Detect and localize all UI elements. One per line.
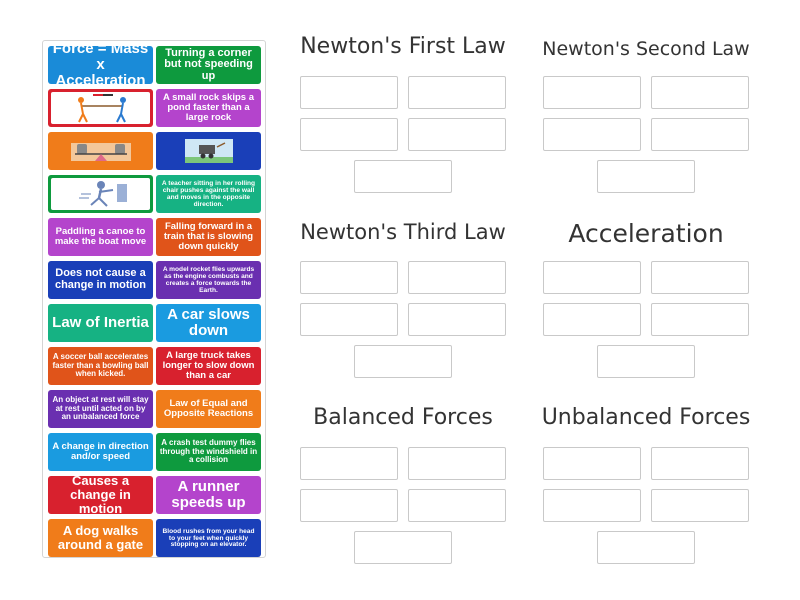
- drop-slot[interactable]: [597, 531, 695, 564]
- group-title-second-law: Newton's Second Law: [542, 38, 750, 60]
- drop-slot[interactable]: [408, 118, 506, 151]
- drop-slot[interactable]: [543, 118, 641, 151]
- runner-pushing-off-image: [51, 178, 150, 210]
- drop-slot[interactable]: [300, 261, 398, 294]
- card-turning-a-corner[interactable]: Turning a corner but not speeding up: [156, 46, 261, 84]
- mine-cart-image: [159, 135, 258, 167]
- card-force-mass-acceleration[interactable]: Force = Mass x Acceleration: [48, 46, 153, 84]
- drop-slot[interactable]: [651, 489, 749, 522]
- balanced-seesaw-image: [51, 135, 150, 167]
- drop-slot[interactable]: [543, 261, 641, 294]
- card-falling-forward-train[interactable]: Falling forward in a train that is slowi…: [156, 218, 261, 256]
- card-soccer-ball[interactable]: A soccer ball accelerates faster than a …: [48, 347, 153, 385]
- drop-slot[interactable]: [354, 531, 452, 564]
- drop-slot[interactable]: [354, 160, 452, 193]
- card-bank: Force = Mass x Acceleration Turning a co…: [42, 40, 266, 558]
- card-crash-test-dummy[interactable]: A crash test dummy flies through the win…: [156, 433, 261, 471]
- drop-slot[interactable]: [408, 489, 506, 522]
- drop-slot[interactable]: [300, 303, 398, 336]
- drop-slot[interactable]: [543, 76, 641, 109]
- card-label: Blood rushes from your head to your feet…: [162, 527, 255, 549]
- card-object-at-rest[interactable]: An object at rest will stay at rest unti…: [48, 390, 153, 428]
- tug-of-war-image: [51, 92, 150, 124]
- card-causes-change[interactable]: Causes a change in motion: [48, 476, 153, 514]
- card-label: A model rocket flies upwards as the engi…: [162, 266, 255, 294]
- drop-slot[interactable]: [408, 303, 506, 336]
- card-label: Force = Mass x Acceleration: [52, 46, 149, 84]
- card-label: Paddling a canoe to make the boat move: [54, 225, 147, 247]
- group-title-unbalanced-forces: Unbalanced Forces: [541, 405, 751, 430]
- card-image-seesaw[interactable]: [48, 132, 153, 170]
- card-model-rocket[interactable]: A model rocket flies upwards as the engi…: [156, 261, 261, 299]
- card-image-mine-cart[interactable]: [156, 132, 261, 170]
- card-teacher-rolling-chair[interactable]: A teacher sitting in her rolling chair p…: [156, 175, 261, 213]
- drop-slot[interactable]: [300, 489, 398, 522]
- card-image-tug-of-war[interactable]: [48, 89, 153, 127]
- card-label: Falling forward in a train that is slowi…: [163, 220, 254, 253]
- card-small-rock-skips[interactable]: A small rock skips a pond faster than a …: [156, 89, 261, 127]
- drop-slot[interactable]: [651, 261, 749, 294]
- card-runner-speeds-up[interactable]: A runner speeds up: [156, 476, 261, 514]
- card-label: A change in direction and/or speed: [52, 440, 149, 462]
- drop-slot[interactable]: [300, 118, 398, 151]
- drop-slot[interactable]: [651, 76, 749, 109]
- card-does-not-cause-change[interactable]: Does not cause a change in motion: [48, 261, 153, 299]
- card-label: Law of Equal and Opposite Reactions: [163, 397, 254, 419]
- card-label: Causes a change in motion: [70, 476, 131, 514]
- card-label: A runner speeds up: [171, 478, 246, 511]
- card-image-runner[interactable]: [48, 175, 153, 213]
- card-label: A crash test dummy flies through the win…: [159, 438, 258, 465]
- card-label: An object at rest will stay at rest unti…: [52, 395, 149, 422]
- drop-slot[interactable]: [651, 118, 749, 151]
- drop-slot[interactable]: [408, 261, 506, 294]
- drop-slot[interactable]: [543, 447, 641, 480]
- drop-slot[interactable]: [597, 345, 695, 378]
- card-label: A dog walks around a gate: [57, 523, 144, 552]
- card-label: A large truck takes longer to slow down …: [162, 349, 255, 382]
- group-title-first-law: Newton's First Law: [300, 34, 506, 59]
- drop-slot[interactable]: [408, 447, 506, 480]
- card-label: Does not cause a change in motion: [54, 267, 147, 291]
- drop-slot[interactable]: [543, 489, 641, 522]
- card-dog-walks[interactable]: A dog walks around a gate: [48, 519, 153, 557]
- card-law-of-inertia[interactable]: Law of Inertia: [48, 304, 153, 342]
- card-blood-rushes[interactable]: Blood rushes from your head to your feet…: [156, 519, 261, 557]
- card-label: A soccer ball accelerates faster than a …: [52, 352, 149, 379]
- card-label: Law of Inertia: [52, 314, 149, 332]
- drop-slot[interactable]: [408, 76, 506, 109]
- drop-slot[interactable]: [597, 160, 695, 193]
- drop-slot[interactable]: [651, 447, 749, 480]
- card-car-slows-down[interactable]: A car slows down: [156, 304, 261, 342]
- group-title-balanced-forces: Balanced Forces: [313, 405, 493, 430]
- drop-slot[interactable]: [543, 303, 641, 336]
- card-label: Turning a corner but not speeding up: [164, 46, 253, 82]
- drop-slot[interactable]: [300, 447, 398, 480]
- card-paddling-a-canoe[interactable]: Paddling a canoe to make the boat move: [48, 218, 153, 256]
- group-title-acceleration: Acceleration: [568, 219, 724, 248]
- card-law-equal-opposite[interactable]: Law of Equal and Opposite Reactions: [156, 390, 261, 428]
- card-label: A small rock skips a pond faster than a …: [162, 91, 254, 124]
- drop-slot[interactable]: [300, 76, 398, 109]
- drop-slot[interactable]: [354, 345, 452, 378]
- drop-slot[interactable]: [651, 303, 749, 336]
- group-title-third-law: Newton's Third Law: [300, 220, 506, 244]
- card-label: A car slows down: [167, 306, 250, 339]
- card-label: A teacher sitting in her rolling chair p…: [161, 180, 256, 208]
- card-large-truck[interactable]: A large truck takes longer to slow down …: [156, 347, 261, 385]
- card-change-in-direction[interactable]: A change in direction and/or speed: [48, 433, 153, 471]
